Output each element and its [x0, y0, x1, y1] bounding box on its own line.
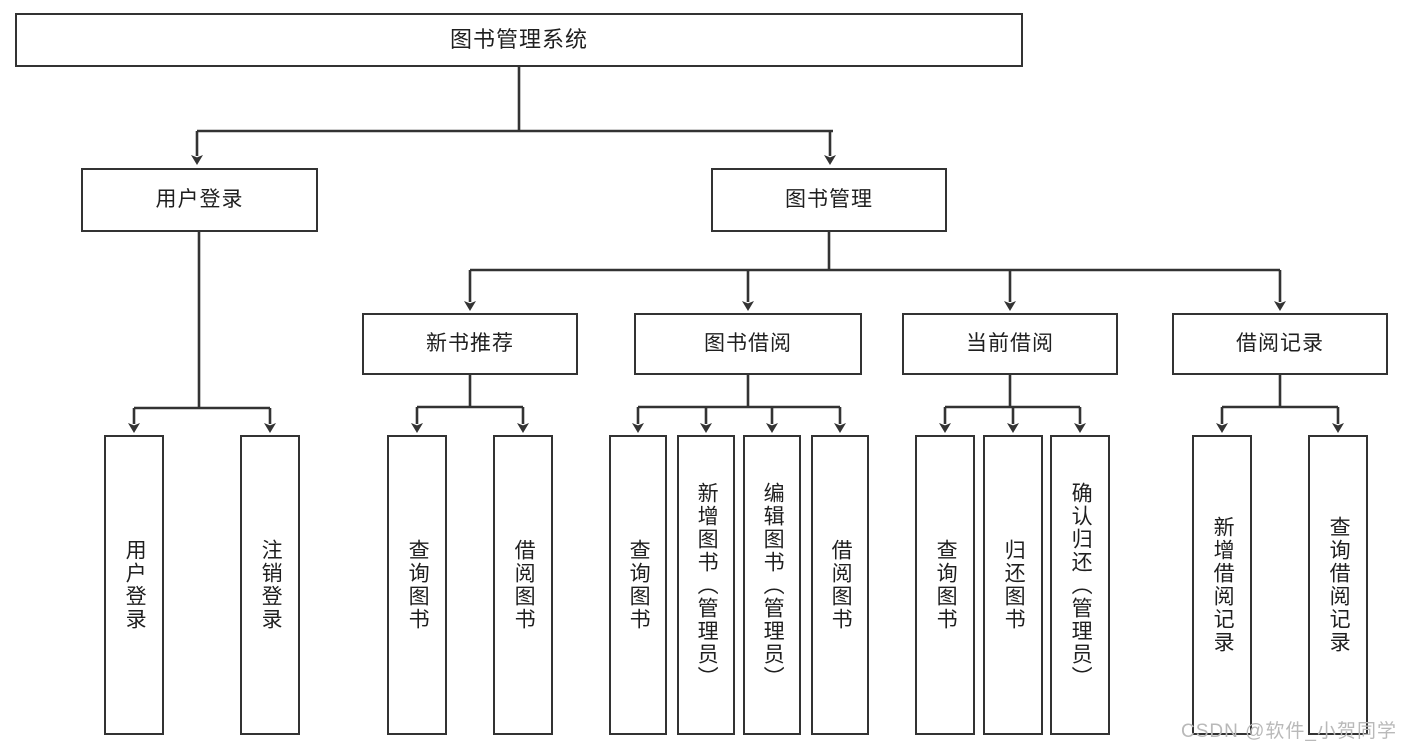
- node-label: 新书推荐: [426, 331, 514, 355]
- node-label: 当前借阅: [966, 331, 1054, 355]
- watermark: CSDN @软件_小贺同学: [1181, 721, 1397, 742]
- node-label: 借阅图书: [512, 539, 536, 631]
- node-root-system[interactable]: 图书管理系统: [15, 13, 1023, 67]
- leaf-user-login-login[interactable]: 用户登录: [104, 435, 164, 735]
- node-label: 用户登录: [123, 539, 147, 631]
- leaf-records-query-record[interactable]: 查询借阅记录: [1308, 435, 1368, 735]
- node-borrow-records[interactable]: 借阅记录: [1172, 313, 1388, 375]
- node-user-login[interactable]: 用户登录: [81, 168, 318, 232]
- node-label: 归还图书: [1002, 539, 1026, 631]
- node-label: 新增图书（管理员）: [695, 481, 719, 689]
- leaf-borrow-borrow-book[interactable]: 借阅图书: [811, 435, 869, 735]
- node-label: 借阅图书: [829, 539, 853, 631]
- node-label: 查询图书: [627, 539, 651, 631]
- node-label: 编辑图书（管理员）: [761, 481, 785, 689]
- node-new-book-recommend[interactable]: 新书推荐: [362, 313, 578, 375]
- node-label: 用户登录: [155, 187, 244, 211]
- node-label: 图书管理: [785, 187, 873, 211]
- node-label: 图书管理系统: [449, 27, 588, 53]
- node-label: 图书借阅: [704, 331, 792, 355]
- node-label: 确认归还（管理员）: [1069, 481, 1093, 689]
- node-label: 注销登录: [259, 539, 283, 631]
- leaf-current-confirm-return-admin[interactable]: 确认归还（管理员）: [1050, 435, 1110, 735]
- node-book-management[interactable]: 图书管理: [711, 168, 947, 232]
- node-label: 查询图书: [406, 539, 430, 631]
- leaf-new-books-borrow[interactable]: 借阅图书: [493, 435, 553, 735]
- node-label: 借阅记录: [1236, 331, 1324, 355]
- leaf-records-add-record[interactable]: 新增借阅记录: [1192, 435, 1252, 735]
- leaf-new-books-query[interactable]: 查询图书: [387, 435, 447, 735]
- node-current-borrow[interactable]: 当前借阅: [902, 313, 1118, 375]
- node-label: 新增借阅记录: [1211, 516, 1235, 654]
- leaf-borrow-add-book-admin[interactable]: 新增图书（管理员）: [677, 435, 735, 735]
- node-book-borrow[interactable]: 图书借阅: [634, 313, 862, 375]
- node-label: 查询图书: [934, 539, 958, 631]
- leaf-current-query-book[interactable]: 查询图书: [915, 435, 975, 735]
- leaf-borrow-query-book[interactable]: 查询图书: [609, 435, 667, 735]
- leaf-current-return-book[interactable]: 归还图书: [983, 435, 1043, 735]
- leaf-user-login-logout[interactable]: 注销登录: [240, 435, 300, 735]
- leaf-borrow-edit-book-admin[interactable]: 编辑图书（管理员）: [743, 435, 801, 735]
- node-label: 查询借阅记录: [1327, 516, 1351, 654]
